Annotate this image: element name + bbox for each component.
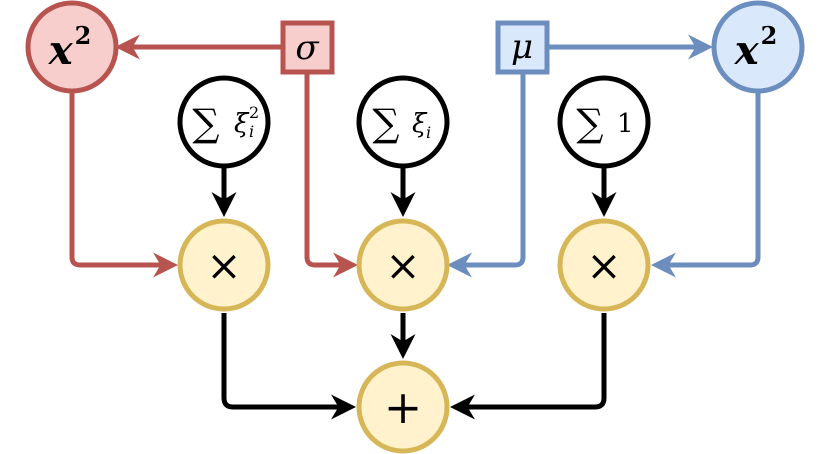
sum-xi-var: ξ	[412, 109, 428, 139]
node-sigma: σ	[280, 20, 335, 75]
x2-right-base: x	[734, 27, 760, 74]
mu-label: μ	[511, 27, 533, 67]
edge-mult-right-to-plus	[450, 313, 607, 420]
plus-label: +	[384, 380, 423, 434]
edge-x2-right-to-mult-right	[651, 92, 761, 278]
svg-text:x2: x2	[734, 21, 778, 74]
node-multiply-left: ×	[177, 218, 271, 312]
node-sum-one: ∑ 1	[557, 75, 651, 169]
sum-xi-sigma: ∑	[372, 101, 399, 145]
x2-left-base: x	[48, 27, 74, 74]
edge-sigma-to-mult-center	[304, 72, 358, 278]
sum-xi-sub: i	[426, 123, 431, 142]
node-multiply-right: ×	[557, 218, 651, 312]
edge-x2-left-to-mult-left	[69, 92, 178, 278]
node-sum-xi: ∑ ξ i	[356, 75, 450, 169]
node-multiply-center: ×	[356, 218, 450, 312]
multiply-right-label: ×	[586, 241, 621, 290]
sum-xi2-var: ξ	[234, 109, 250, 139]
svg-text:x2: x2	[48, 21, 92, 74]
sum-1-var: 1	[617, 109, 634, 139]
edge-mult-left-to-plus	[221, 313, 356, 420]
x2-right-sup: 2	[761, 21, 778, 50]
node-mu: μ	[495, 20, 550, 75]
x2-left-sup: 2	[75, 21, 92, 50]
node-x2-left: x2	[25, 0, 119, 94]
multiply-center-label: ×	[385, 241, 420, 290]
sum-xi2-sup: 2	[249, 103, 259, 122]
node-sum-xi-squared: ∑ ξ 2 i	[177, 75, 271, 169]
sum-xi2-sigma: ∑	[192, 101, 219, 145]
edge-mu-to-mult-center	[447, 72, 526, 278]
sum-1-sigma: ∑	[576, 101, 603, 145]
sum-xi2-sub: i	[249, 122, 254, 141]
node-x2-right: x2	[711, 0, 805, 94]
sigma-label: σ	[295, 28, 319, 68]
multiply-left-label: ×	[206, 241, 241, 290]
node-plus: +	[356, 360, 450, 454]
